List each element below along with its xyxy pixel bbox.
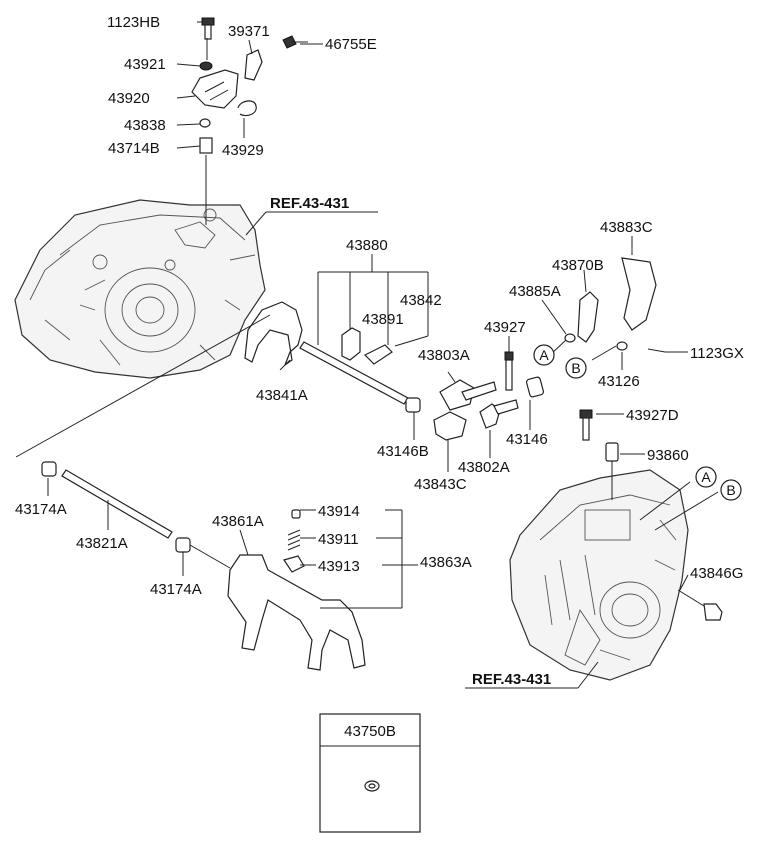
label-43841A: 43841A bbox=[256, 387, 308, 404]
label-43927D: 43927D bbox=[626, 407, 679, 424]
label-1123HB: 1123HB bbox=[107, 14, 160, 31]
label-46755E: 46755E bbox=[325, 36, 377, 53]
label-43126: 43126 bbox=[598, 373, 640, 390]
label-43843C: 43843C bbox=[414, 476, 467, 493]
ref-label-bottom: REF.43-431 bbox=[472, 671, 551, 688]
transmission-case-left bbox=[14, 199, 266, 379]
label-43863A: 43863A bbox=[420, 554, 472, 571]
label-43913: 43913 bbox=[318, 558, 360, 575]
connection-markers: A B A B bbox=[533, 344, 742, 501]
label-43146: 43146 bbox=[506, 431, 548, 448]
label-43146B: 43146B bbox=[377, 443, 429, 460]
label-43174A-2: 43174A bbox=[150, 581, 202, 598]
label-93860: 93860 bbox=[647, 447, 689, 464]
label-43714B: 43714B bbox=[108, 140, 160, 157]
label-43838: 43838 bbox=[124, 117, 166, 134]
marker-b-left: B bbox=[571, 360, 580, 376]
label-39371: 39371 bbox=[228, 23, 270, 40]
label-43803A: 43803A bbox=[418, 347, 470, 364]
kit-box: 43750B bbox=[319, 713, 421, 833]
transmission-case-right bbox=[509, 469, 689, 681]
label-43846G: 43846G bbox=[690, 565, 743, 582]
label-43929: 43929 bbox=[222, 142, 264, 159]
ref-label-top: REF.43-431 bbox=[270, 195, 349, 212]
label-43174A-1: 43174A bbox=[15, 501, 67, 518]
label-43802A: 43802A bbox=[458, 459, 510, 476]
shift-rods bbox=[41, 257, 723, 671]
kit-box-title: 43750B bbox=[344, 723, 396, 740]
label-43914: 43914 bbox=[318, 503, 360, 520]
label-43821A: 43821A bbox=[76, 535, 128, 552]
marker-a-right: A bbox=[701, 469, 711, 485]
marker-b-right: B bbox=[726, 482, 735, 498]
label-43891: 43891 bbox=[362, 311, 404, 328]
leader-lines bbox=[15, 21, 719, 689]
label-43880: 43880 bbox=[346, 237, 388, 254]
label-43927: 43927 bbox=[484, 319, 526, 336]
label-43870B: 43870B bbox=[552, 257, 604, 274]
label-43842: 43842 bbox=[400, 292, 442, 309]
marker-a-left: A bbox=[539, 347, 549, 363]
label-43920: 43920 bbox=[108, 90, 150, 107]
top-bracket-parts bbox=[191, 17, 308, 225]
label-43883C: 43883C bbox=[600, 219, 653, 236]
part-labels: 1123HB 39371 46755E 43921 43920 43838 43… bbox=[15, 14, 744, 688]
label-43921: 43921 bbox=[124, 56, 166, 73]
label-43885A: 43885A bbox=[509, 283, 561, 300]
label-1123GX: 1123GX bbox=[690, 345, 744, 362]
label-43861A: 43861A bbox=[212, 513, 264, 530]
label-43911: 43911 bbox=[318, 531, 359, 548]
